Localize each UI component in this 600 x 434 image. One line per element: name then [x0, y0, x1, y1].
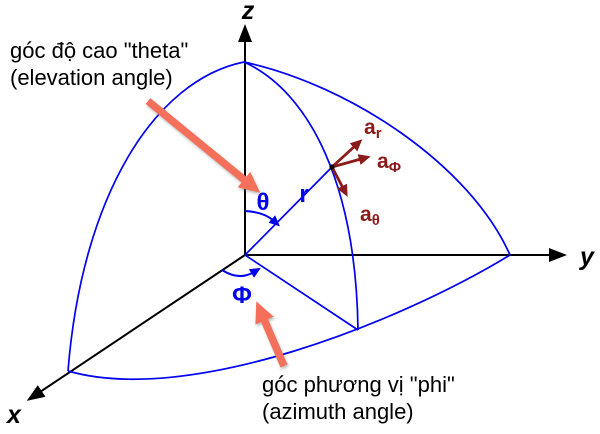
x-axis-label: x	[5, 401, 22, 429]
atheta-label-base: a	[360, 203, 372, 226]
point-on-sphere-dot	[329, 164, 335, 170]
y-axis-label: y	[578, 243, 595, 271]
aphi-label: aΦ	[377, 150, 401, 176]
phi-pointer-arrow	[255, 301, 288, 368]
radius-vector-line	[244, 166, 333, 256]
theta-annotation-line1: góc độ cao "theta"	[10, 38, 188, 63]
aphi-vector-arrow	[331, 154, 371, 169]
ar-vector-arrow	[331, 139, 363, 169]
phi-angle-arc	[221, 267, 261, 278]
meridian-xz-arc	[67, 61, 245, 372]
x-axis	[26, 254, 246, 401]
unit-vectors-group	[330, 139, 371, 197]
phi-symbol: Φ	[232, 282, 252, 309]
theta-symbol: θ	[257, 189, 270, 216]
aphi-label-base: a	[377, 150, 389, 173]
pointer-arrows-group	[145, 98, 288, 368]
atheta-label: aθ	[360, 203, 380, 229]
meridian-through-point-arc	[243, 61, 359, 331]
sphere-octant-group	[67, 61, 511, 380]
ar-label-base: a	[364, 116, 376, 139]
aphi-label-subscript: Φ	[389, 159, 401, 176]
meridian-yz-arc	[243, 61, 511, 256]
atheta-label-subscript: θ	[372, 212, 380, 229]
ar-label: ar	[364, 116, 382, 142]
atheta-vector-arrow	[330, 166, 348, 197]
z-axis-label: z	[241, 0, 255, 25]
theta-angle-arc	[244, 210, 280, 227]
theta-pointer-arrow	[145, 98, 261, 193]
theta-annotation-line2: (elevation angle)	[10, 65, 173, 90]
phi-annotation-line2: (azimuth angle)	[262, 399, 414, 424]
ar-label-subscript: r	[376, 125, 382, 142]
axes-group	[26, 24, 567, 401]
equator-arc	[67, 254, 511, 380]
phi-annotation-line1: góc phương vị "phi"	[262, 372, 455, 397]
radius-projection-line	[244, 254, 359, 331]
r-label: r	[299, 181, 308, 208]
